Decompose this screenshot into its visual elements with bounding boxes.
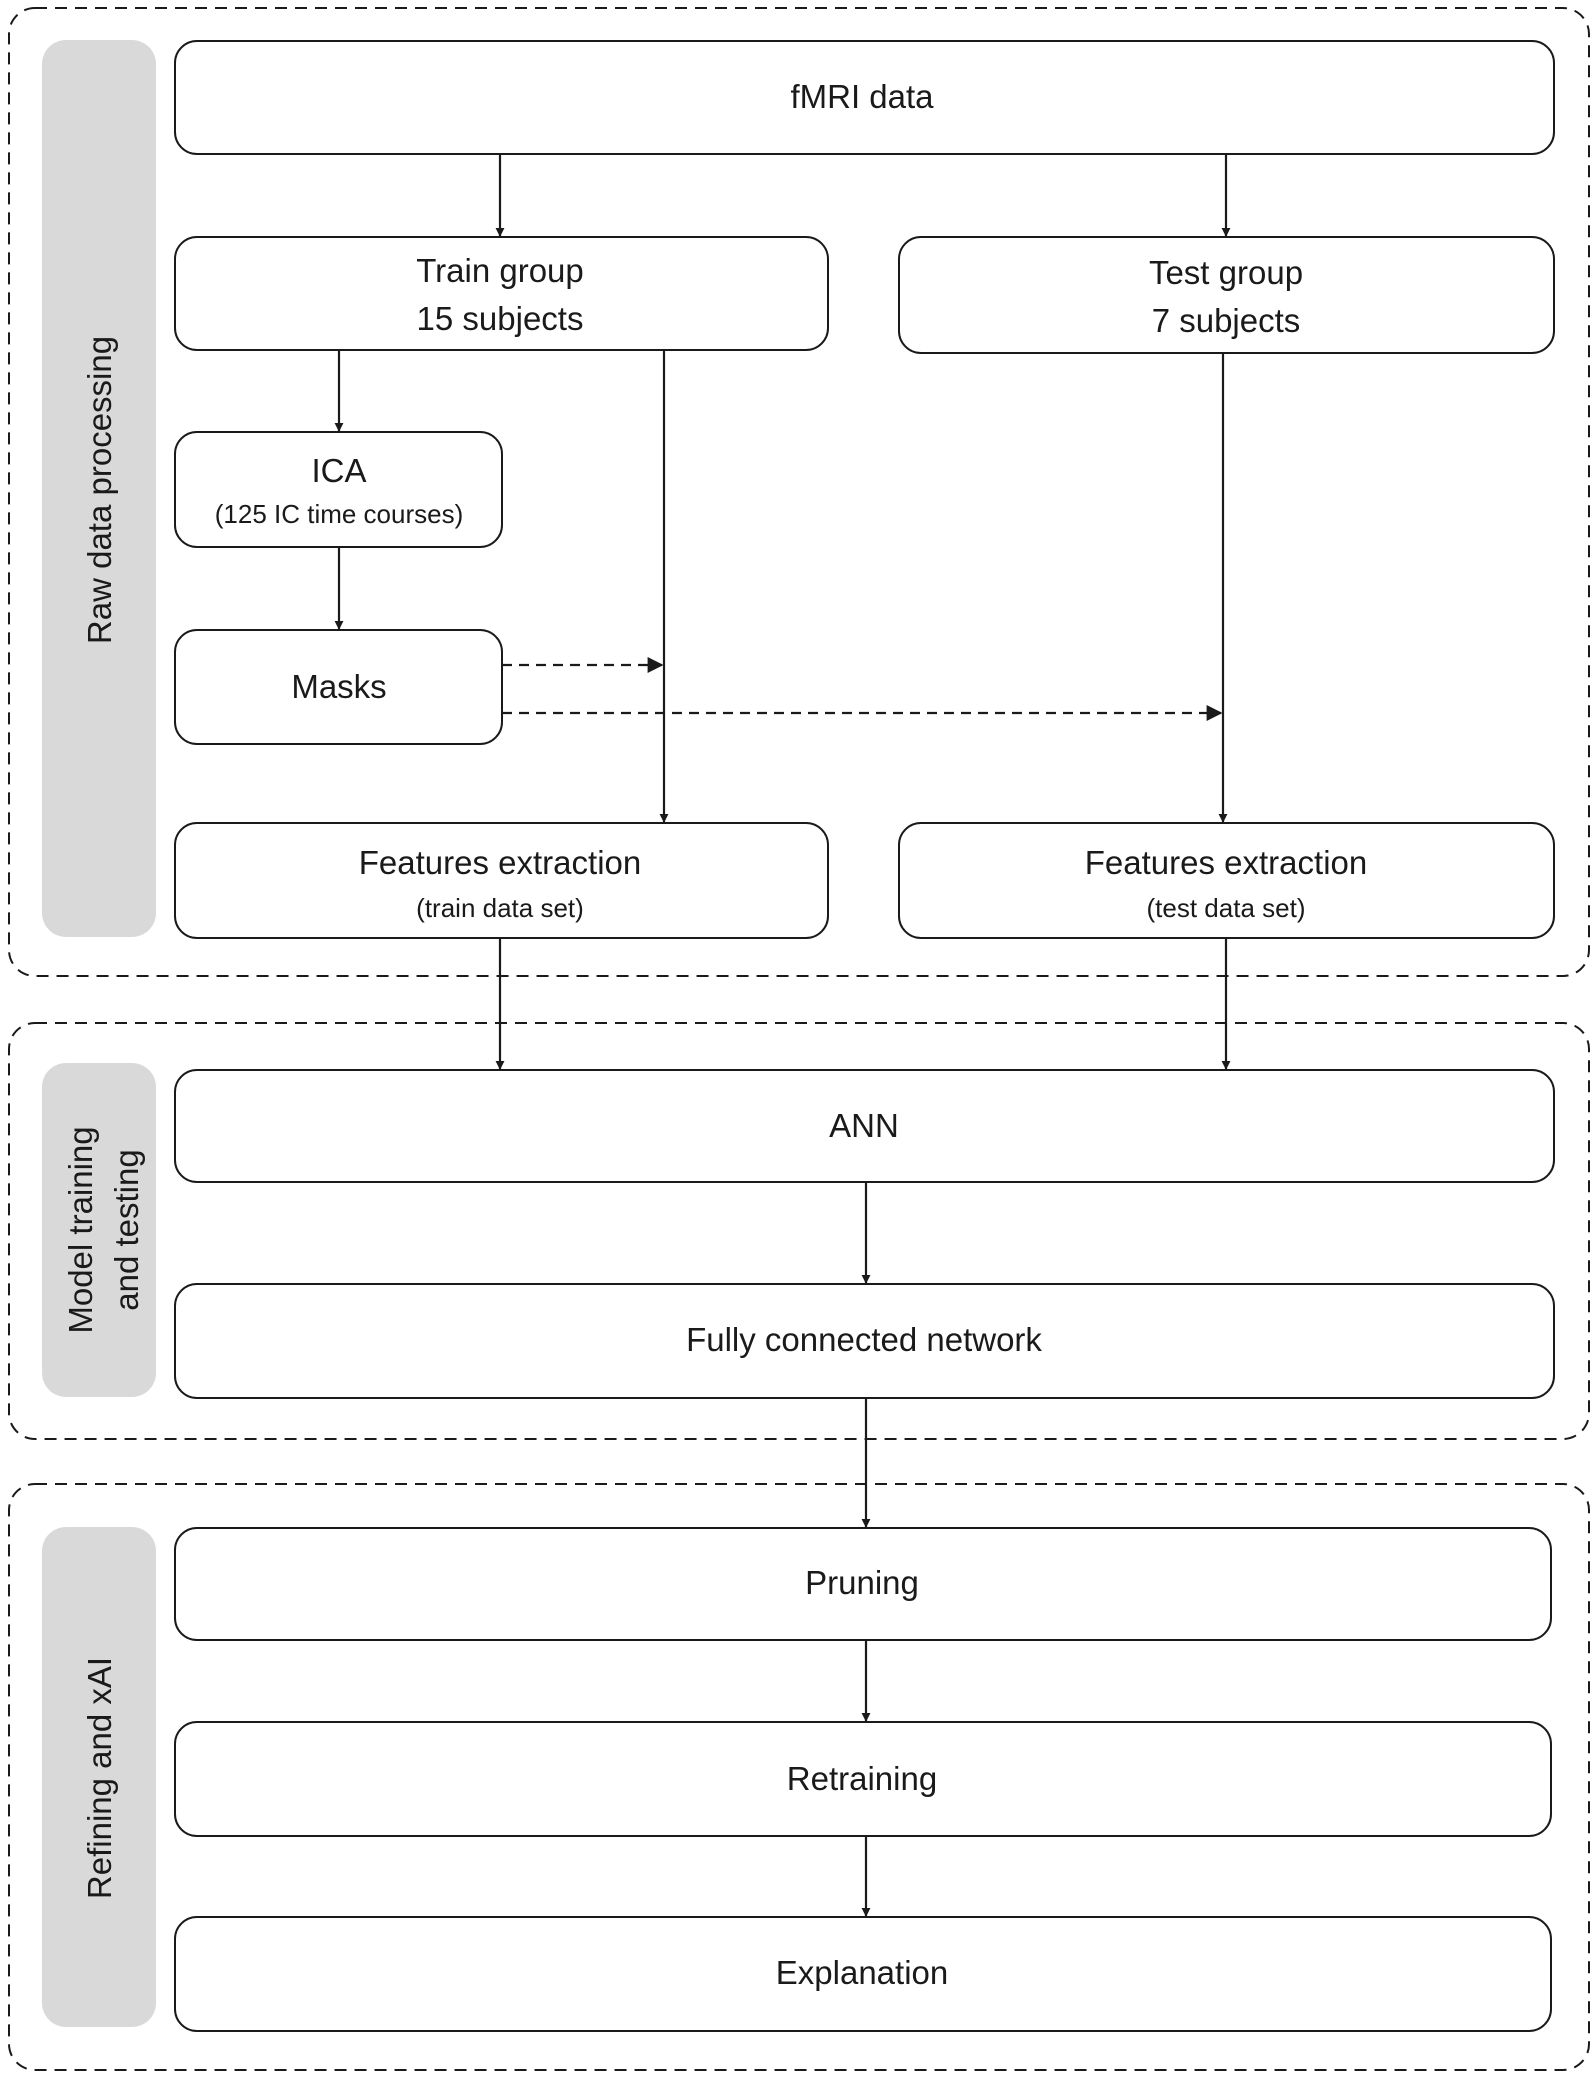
- box-fully-connected: [174, 1283, 1555, 1399]
- label-train-line1: Train group: [416, 252, 584, 289]
- label-train-line2: 15 subjects: [417, 300, 584, 337]
- label-fully-connected: Fully connected network: [686, 1321, 1042, 1358]
- section-label-raw: Raw data processing: [81, 336, 118, 644]
- label-test-line1: Test group: [1149, 254, 1303, 291]
- label-masks: Masks: [291, 668, 386, 705]
- label-ica-sub: (125 IC time courses): [215, 499, 464, 529]
- box-retraining: [174, 1721, 1552, 1837]
- group-refining-xai: [8, 1483, 1590, 2071]
- box-explanation: [174, 1916, 1552, 2032]
- label-fmri-data: fMRI data: [790, 78, 934, 115]
- label-features-test: Features extraction: [1085, 844, 1367, 881]
- box-train-group: [174, 236, 829, 351]
- label-features-train: Features extraction: [359, 844, 641, 881]
- label-features-train-sub: (train data set): [416, 893, 584, 923]
- label-ann: ANN: [829, 1107, 899, 1144]
- label-retraining: Retraining: [787, 1760, 937, 1797]
- label-explanation: Explanation: [776, 1954, 948, 1991]
- sidebar-model: [42, 1063, 156, 1397]
- sidebar-refine: [42, 1527, 156, 2027]
- box-pruning: [174, 1527, 1552, 1641]
- label-ica: ICA: [311, 452, 366, 489]
- label-test-line2: 7 subjects: [1152, 302, 1301, 339]
- box-ica: [174, 431, 503, 548]
- group-raw-data-processing: [8, 7, 1590, 977]
- sidebar-raw: [42, 40, 156, 937]
- label-pruning: Pruning: [805, 1564, 919, 1601]
- box-test-group: [898, 236, 1555, 354]
- section-label-refine: Refining and xAI: [81, 1657, 118, 1899]
- box-fmri-data: [174, 40, 1555, 155]
- box-masks: [174, 629, 503, 745]
- box-features-train: [174, 822, 829, 939]
- section-label-model-line1: Model training: [62, 1126, 99, 1333]
- label-features-test-sub: (test data set): [1147, 893, 1306, 923]
- box-ann: [174, 1069, 1555, 1183]
- group-model-training: [8, 1022, 1590, 1440]
- section-label-model-line2: and testing: [108, 1149, 145, 1310]
